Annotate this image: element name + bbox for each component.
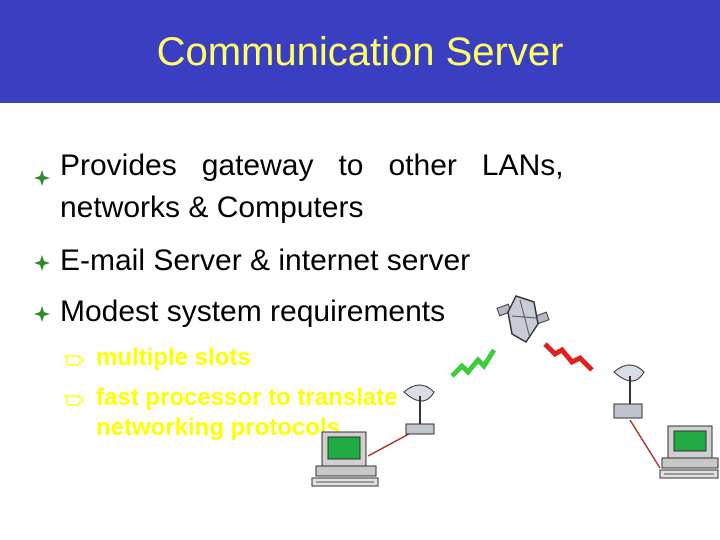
sub-bullet-2-line-1: fast processor to translate <box>96 384 398 411</box>
diamond-bullet-icon <box>34 306 50 322</box>
bullet-3: Modest system requirements <box>60 295 446 328</box>
satellite-dish-icon <box>613 364 645 419</box>
satellite-icon <box>496 295 550 343</box>
green-zigzag-link <box>450 348 497 378</box>
diamond-bullet-icon <box>34 255 50 271</box>
computer-icon <box>311 431 379 487</box>
computer-icon <box>659 425 719 479</box>
link-line <box>629 419 661 469</box>
sub-bullet-1: multiple slots <box>96 344 251 371</box>
pointing-hand-icon <box>64 395 84 406</box>
bullet-1-line-2: networks & Computers <box>60 191 364 224</box>
sub-bullet-2-line-2: networking protocols <box>96 414 341 441</box>
red-zigzag-link <box>543 342 594 372</box>
bullet-1-line-1: Provides gateway to other LANs, <box>60 149 564 182</box>
title-bar <box>0 0 720 103</box>
pointing-hand-icon <box>64 355 84 366</box>
diamond-bullet-icon <box>34 170 50 186</box>
satellite-dish-icon <box>403 384 435 435</box>
slide-title: Communication Server <box>156 30 564 74</box>
bullet-2: E-mail Server & internet server <box>60 244 471 277</box>
